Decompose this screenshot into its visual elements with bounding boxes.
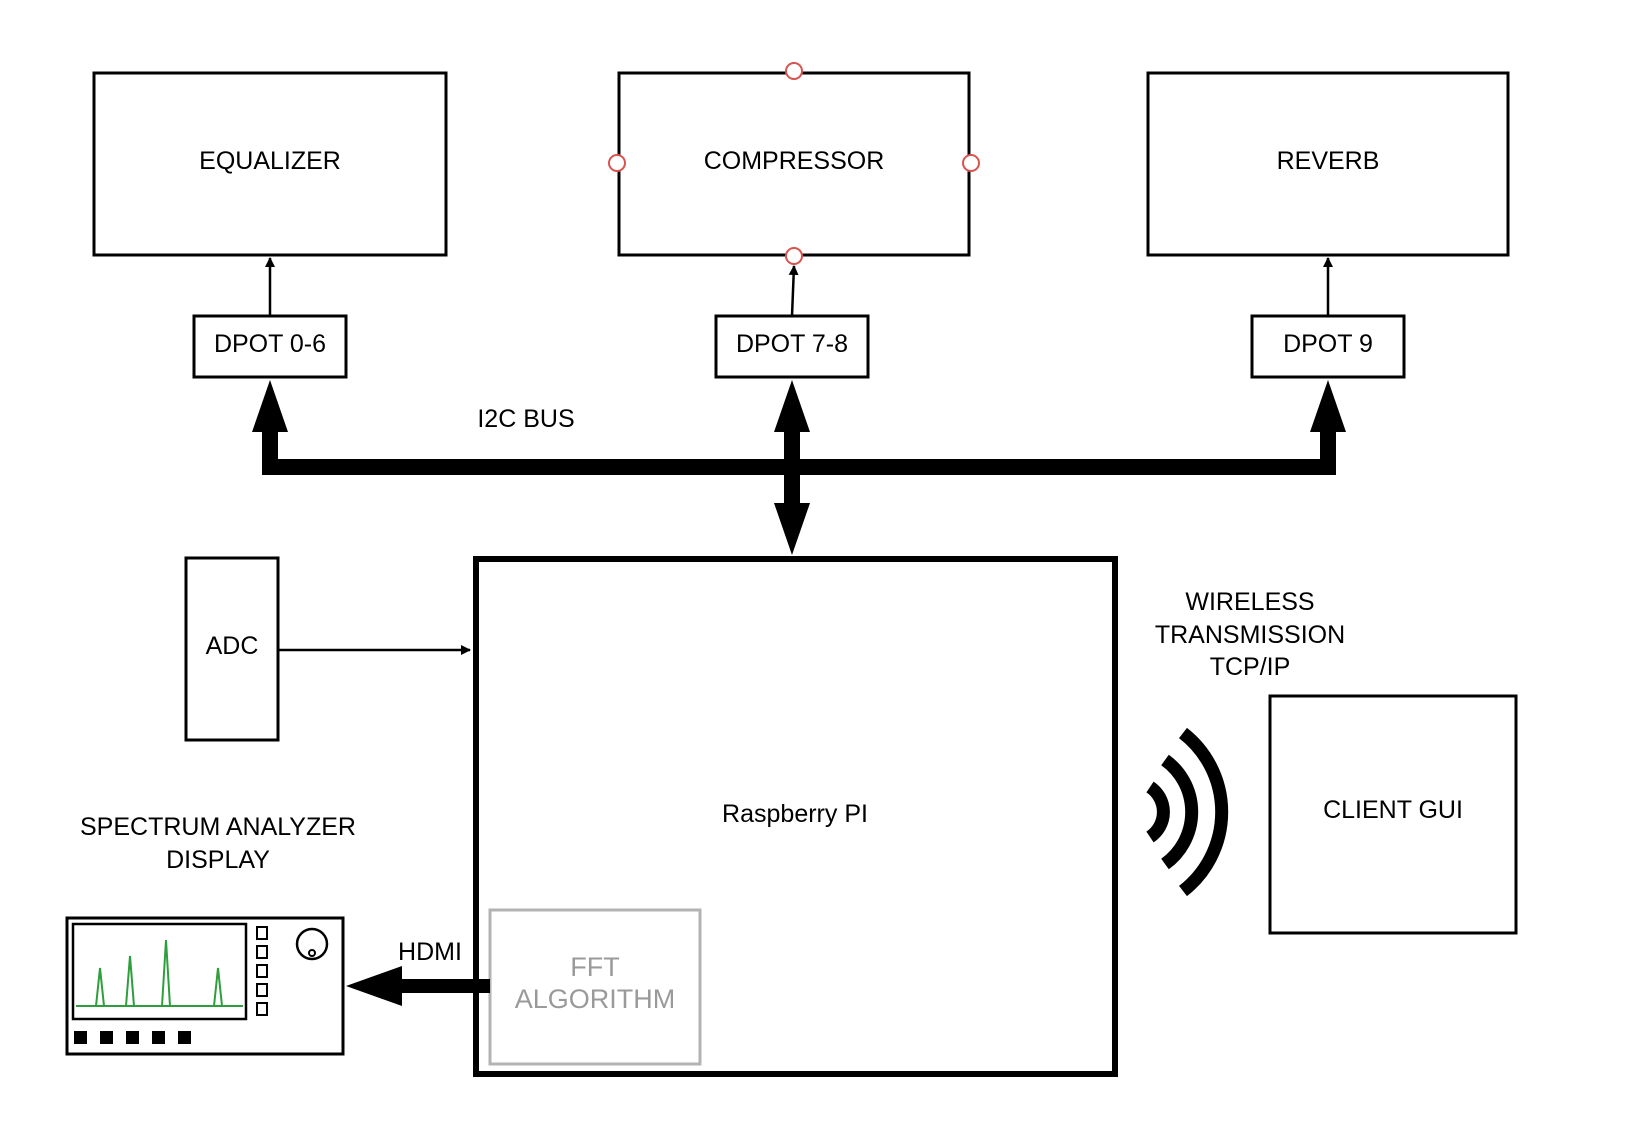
adc-label: ADC	[206, 632, 259, 660]
fft-label-line2: ALGORITHM	[515, 984, 676, 1014]
reverb-label: REVERB	[1277, 147, 1380, 175]
dpot-9-label: DPOT 9	[1283, 330, 1373, 358]
wireless-label-line1: WIRELESS	[1185, 588, 1314, 616]
dpot-9-block[interactable]: DPOT 9	[1250, 314, 1406, 379]
wireless-label-line2: TRANSMISSION	[1155, 621, 1345, 649]
spectrum-label-line1: SPECTRUM ANALYZER	[80, 813, 356, 841]
spectrum-analyzer-icon	[65, 916, 345, 1056]
equalizer-label: EQUALIZER	[199, 147, 341, 175]
selection-handle-right[interactable]	[962, 154, 980, 172]
fft-algorithm-block[interactable]: FFT ALGORITHM	[488, 908, 702, 1066]
compressor-block[interactable]: COMPRESSOR	[608, 62, 980, 265]
selection-handle-left[interactable]	[608, 154, 626, 172]
fft-label-line1: FFT	[570, 952, 619, 982]
client-gui-block[interactable]: CLIENT GUI	[1268, 694, 1518, 935]
selection-handle-top[interactable]	[785, 62, 803, 80]
dpot-to-compressor-arrow	[788, 265, 799, 317]
adc-block[interactable]: ADC	[184, 556, 280, 742]
dpot-7-8-label: DPOT 7-8	[736, 330, 848, 358]
dpot-7-8-block[interactable]: DPOT 7-8	[714, 314, 870, 379]
hdmi-arrow	[346, 966, 490, 1006]
dpot-0-6-block[interactable]: DPOT 0-6	[192, 314, 348, 379]
dpot-0-6-label: DPOT 0-6	[214, 330, 326, 358]
selection-handle-bottom[interactable]	[785, 247, 803, 265]
raspberry-pi-block[interactable]: Raspberry PI	[473, 556, 1118, 1077]
spectrum-label-line2: DISPLAY	[166, 846, 270, 874]
i2c-bus-label: I2C BUS	[477, 405, 574, 433]
compressor-label: COMPRESSOR	[704, 147, 885, 175]
client-gui-label: CLIENT GUI	[1323, 796, 1463, 824]
knob-icon	[295, 927, 329, 961]
wireless-label-line3: TCP/IP	[1210, 653, 1291, 681]
i2c-bus	[252, 380, 1346, 555]
wireless-signal-icon	[1146, 727, 1229, 897]
hdmi-label: HDMI	[398, 938, 462, 966]
spectrum-trace	[76, 939, 243, 1007]
equalizer-block[interactable]: EQUALIZER	[92, 71, 448, 257]
raspberry-pi-label: Raspberry PI	[722, 800, 868, 828]
reverb-block[interactable]: REVERB	[1146, 71, 1510, 257]
